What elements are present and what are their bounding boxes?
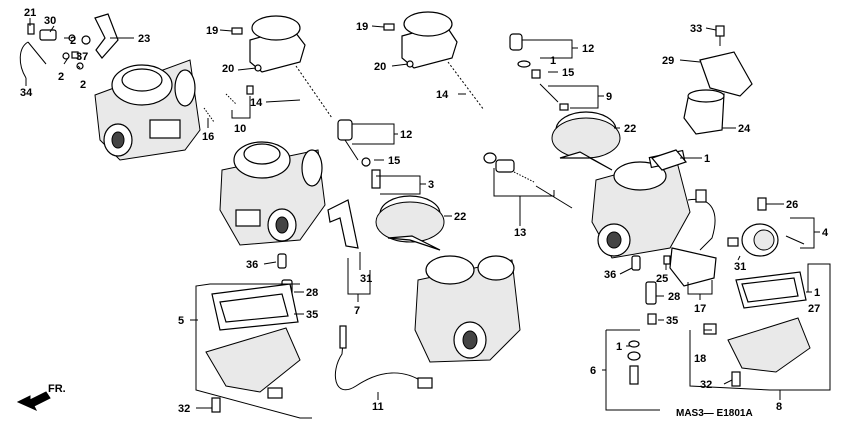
right-needle-parts <box>509 33 569 111</box>
callout-37: 37 <box>76 51 88 63</box>
callout-8: 8 <box>776 401 782 413</box>
diaphragm-22-right <box>551 111 621 171</box>
callout-21: 21 <box>24 7 36 19</box>
callout-5: 5 <box>178 315 184 327</box>
float-bowl-right <box>703 271 811 387</box>
callout-36-left: 36 <box>246 259 258 271</box>
float-bowl-left <box>205 283 301 413</box>
jet-parts-13 <box>483 152 573 209</box>
leader-lines <box>25 18 831 419</box>
top-cover-right <box>401 11 458 69</box>
callout-33: 33 <box>690 23 702 35</box>
callout-1-a: 1 <box>550 55 556 67</box>
spring-14-right <box>447 61 485 111</box>
diagram-code: MAS3— E1801A <box>676 408 753 419</box>
callout-3: 3 <box>428 179 434 191</box>
spring-14-left <box>295 65 333 119</box>
callout-2-c: 2 <box>80 79 86 91</box>
carburetor-center-bottom <box>414 255 521 363</box>
callout-15-right: 15 <box>562 67 574 79</box>
callout-2-a: 2 <box>70 35 76 47</box>
callout-31-left: 31 <box>360 273 372 285</box>
spring-10 <box>225 93 237 105</box>
callout-7: 7 <box>354 305 360 317</box>
callout-35-left: 35 <box>306 309 318 321</box>
callout-28-right: 28 <box>668 291 680 303</box>
cover-parts-top-right <box>683 25 753 135</box>
callout-20-right: 20 <box>374 61 386 73</box>
carburetor-center-left <box>219 141 326 246</box>
jet-set-right <box>627 255 657 385</box>
cable-fitting <box>417 377 433 389</box>
callout-19-left: 19 <box>206 25 218 37</box>
direction-label: FR. <box>48 383 66 395</box>
callout-4: 4 <box>822 227 829 239</box>
spring-16 <box>203 107 215 123</box>
screw-19-left <box>231 27 243 35</box>
diaphragm-22-left <box>375 195 445 251</box>
carburetor-right <box>591 149 691 259</box>
callout-14-left: 14 <box>250 97 263 109</box>
cable-11-shape <box>334 329 427 391</box>
connector <box>695 189 707 203</box>
callout-10: 10 <box>234 123 246 135</box>
callout-26: 26 <box>786 199 798 211</box>
bracket-23-shape <box>94 13 119 59</box>
callout-34: 34 <box>20 87 33 99</box>
callout-labels: 21 30 2 2 2 37 34 23 19 20 14 16 10 12 1… <box>20 7 829 419</box>
callout-1-b: 1 <box>704 153 710 165</box>
cable-end <box>339 325 347 349</box>
screw-10 <box>246 85 254 95</box>
callout-9: 9 <box>606 91 612 103</box>
callout-15-left: 15 <box>388 155 400 167</box>
callout-23: 23 <box>138 33 150 45</box>
callout-19-right: 19 <box>356 21 368 33</box>
callout-25: 25 <box>656 273 668 285</box>
callout-6: 6 <box>590 365 596 377</box>
callout-1-c: 1 <box>616 341 622 353</box>
callout-31-right: 31 <box>734 261 746 273</box>
wire-lead <box>687 198 716 251</box>
callout-24: 24 <box>738 123 751 135</box>
callout-35-right: 35 <box>666 315 678 327</box>
callout-18: 18 <box>694 353 706 365</box>
callout-32-right: 32 <box>700 379 712 391</box>
callout-1-d: 1 <box>814 287 820 299</box>
callout-27: 27 <box>808 303 820 315</box>
callout-22-left: 22 <box>454 211 466 223</box>
top-cover-left <box>249 15 306 73</box>
callout-12-right: 12 <box>582 43 594 55</box>
fuel-fitting-parts <box>19 23 91 79</box>
callout-16: 16 <box>202 131 214 143</box>
callout-20-left: 20 <box>222 63 234 75</box>
bracket-7-shape <box>327 199 359 249</box>
callout-32-left: 32 <box>178 403 190 415</box>
callout-28-left: 28 <box>306 287 318 299</box>
screw-19-right <box>383 23 395 31</box>
sensor-17-shape <box>669 247 717 287</box>
screw-25 <box>663 255 671 265</box>
gasket-1-shape <box>650 149 688 171</box>
callout-36-right: 36 <box>604 269 616 281</box>
front-direction-arrow <box>16 391 51 412</box>
callout-30: 30 <box>44 15 56 27</box>
sensor-parts-right <box>727 197 805 257</box>
callout-12-left: 12 <box>400 129 412 141</box>
callout-13: 13 <box>514 227 526 239</box>
needle-holder-12-left <box>337 119 381 189</box>
callout-22-right: 22 <box>624 123 636 135</box>
callout-2-b: 2 <box>58 71 64 83</box>
carburetor-assembly-top-left <box>94 59 201 161</box>
callout-17: 17 <box>694 303 706 315</box>
callout-11: 11 <box>372 401 384 413</box>
callout-29: 29 <box>662 55 674 67</box>
callout-14-right: 14 <box>436 89 449 101</box>
